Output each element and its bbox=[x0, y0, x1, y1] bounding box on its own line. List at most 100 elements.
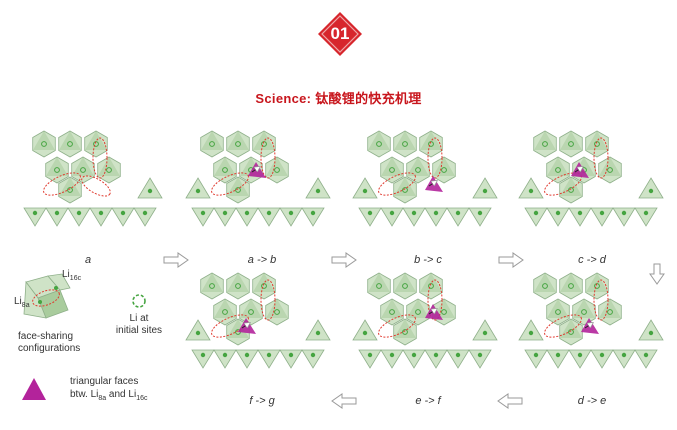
octahedron-face bbox=[227, 131, 249, 150]
octahedral-site bbox=[607, 309, 613, 315]
migration-path bbox=[43, 172, 81, 196]
li-site bbox=[533, 210, 539, 216]
octahedral-site bbox=[209, 141, 215, 147]
octahedral-site bbox=[274, 309, 280, 315]
li-site bbox=[528, 188, 534, 194]
octahedron-face bbox=[394, 273, 416, 292]
octahedron-face bbox=[266, 157, 288, 176]
li-site bbox=[648, 330, 654, 336]
li-site bbox=[577, 352, 583, 358]
li-site bbox=[244, 210, 250, 216]
octahedral-site bbox=[555, 309, 561, 315]
tetrahedron bbox=[257, 207, 281, 227]
hop-arrow bbox=[251, 168, 258, 173]
tetrahedron bbox=[358, 349, 382, 369]
li-site bbox=[482, 188, 488, 194]
octahedron-face bbox=[586, 273, 608, 292]
octahedron-face bbox=[266, 299, 288, 318]
legend-initial-line2: initial sites bbox=[116, 325, 162, 336]
octahedron-face bbox=[599, 157, 621, 176]
li-site bbox=[643, 210, 649, 216]
legend: Li16c Li8a face-sharing configurations L… bbox=[14, 269, 162, 402]
li-site bbox=[315, 188, 321, 194]
tetrahedron bbox=[301, 207, 325, 227]
octahedral-site bbox=[402, 141, 408, 147]
tetrahedron bbox=[235, 349, 259, 369]
octahedron-face bbox=[85, 131, 107, 150]
octahedron-face bbox=[214, 299, 236, 318]
svg-text:btw. Li8a and Li16c: btw. Li8a and Li16c bbox=[70, 389, 148, 402]
li-site bbox=[222, 352, 228, 358]
octahedron-face bbox=[381, 299, 403, 318]
octahedral-site bbox=[389, 167, 395, 173]
octahedral-site bbox=[235, 187, 241, 193]
octahedral-site bbox=[54, 167, 60, 173]
li-site bbox=[528, 330, 534, 336]
octahedron-face bbox=[253, 273, 275, 292]
tetrahedron bbox=[380, 207, 404, 227]
octahedral-site bbox=[80, 167, 86, 173]
flow-arrow-ef-to-fg bbox=[331, 393, 357, 409]
octahedral-site bbox=[568, 329, 574, 335]
legend-li8a-label: Li bbox=[14, 296, 22, 307]
li-site bbox=[455, 210, 461, 216]
octahedral-site bbox=[222, 309, 228, 315]
tetrahedron bbox=[279, 349, 303, 369]
tetrahedron bbox=[518, 177, 544, 199]
octahedron-face bbox=[407, 157, 429, 176]
tetrahedron bbox=[638, 177, 664, 199]
hop-arrow bbox=[584, 324, 591, 329]
tetrahedron bbox=[446, 207, 470, 227]
tetrahedron bbox=[634, 349, 658, 369]
structure-panel-5 bbox=[518, 272, 664, 369]
tetrahedron bbox=[45, 207, 69, 227]
svg-text:Li8a: Li8a bbox=[14, 296, 30, 309]
flow-arrow-bc-to-cd bbox=[498, 252, 524, 268]
li-site bbox=[195, 188, 201, 194]
li-site bbox=[433, 352, 439, 358]
tetrahedron bbox=[468, 207, 492, 227]
li-site bbox=[362, 330, 368, 336]
hop-arrow bbox=[574, 168, 581, 173]
page-title: Science: 钛酸锂的快充机理 bbox=[255, 91, 422, 106]
li-site bbox=[433, 210, 439, 216]
tetrahedron bbox=[638, 319, 664, 341]
tetrahedron bbox=[518, 319, 544, 341]
migration-path bbox=[378, 314, 416, 338]
octahedron-face bbox=[534, 273, 556, 292]
tetrahedron bbox=[89, 207, 113, 227]
migration-path bbox=[260, 137, 276, 179]
octahedral-site bbox=[581, 309, 587, 315]
li-site bbox=[643, 352, 649, 358]
li-site bbox=[389, 210, 395, 216]
octahedron-face bbox=[573, 299, 595, 318]
tetrahedron bbox=[191, 349, 215, 369]
octahedron-face bbox=[407, 299, 429, 318]
octahedral-site bbox=[415, 167, 421, 173]
panel-label-a-b: a -> b bbox=[248, 254, 276, 266]
panel-label-f-g: f -> g bbox=[249, 395, 275, 407]
migration-path bbox=[81, 175, 111, 197]
legend-li16c-subscript: 16c bbox=[70, 275, 82, 282]
octahedral-site bbox=[542, 141, 548, 147]
tetrahedron bbox=[634, 207, 658, 227]
li-site bbox=[533, 352, 539, 358]
tetrahedron bbox=[424, 349, 448, 369]
tetrahedron bbox=[213, 207, 237, 227]
legend-triangular-prefix: btw. Li bbox=[70, 389, 98, 400]
li-site bbox=[362, 188, 368, 194]
li-site bbox=[621, 210, 627, 216]
structure-panel-4 bbox=[518, 130, 664, 227]
li-site bbox=[266, 210, 272, 216]
tetrahedron bbox=[352, 319, 378, 341]
octahedron-face bbox=[368, 273, 390, 292]
migration-path bbox=[593, 137, 609, 179]
li-site bbox=[411, 352, 417, 358]
li-site bbox=[266, 352, 272, 358]
li-site bbox=[147, 188, 153, 194]
li-site bbox=[555, 352, 561, 358]
octahedral-site bbox=[235, 283, 241, 289]
li-site bbox=[389, 352, 395, 358]
lithium-migration-diagram: a a -> b b -> c c -> d d -> e e -> f f -… bbox=[14, 130, 665, 409]
li-site bbox=[76, 210, 82, 216]
